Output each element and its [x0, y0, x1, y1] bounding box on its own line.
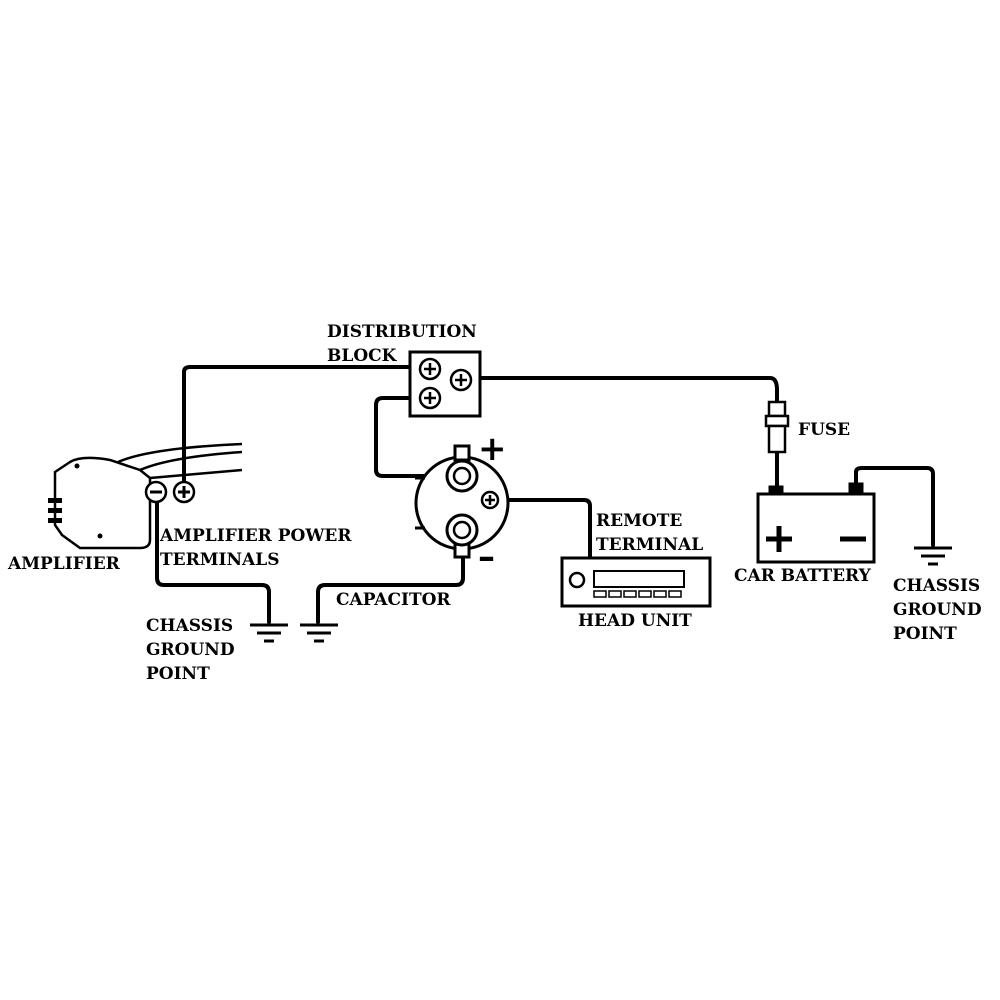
ground-symbol-icon [914, 546, 952, 566]
ground-symbol-icon [250, 623, 288, 643]
wires [155, 365, 935, 624]
distribution-block-icon [408, 350, 482, 418]
wire-remote-terminal [490, 498, 592, 560]
wire-amp-ground [155, 498, 271, 624]
ground-symbol-icon [300, 623, 338, 643]
amplifier-power-terminals-label: AMPLIFIER POWER TERMINALS [160, 526, 352, 570]
wire-capacitor-ground [316, 553, 465, 624]
capacitor-minus-sign: – [478, 537, 495, 577]
distribution-block-label: DISTRIBUTION BLOCK [327, 322, 477, 366]
head-unit-label: HEAD UNIT [578, 611, 692, 631]
fuse-label: FUSE [798, 420, 851, 440]
wire-battery-ground [854, 466, 935, 547]
amplifier-label: AMPLIFIER [8, 554, 120, 574]
capacitor-label: CAPACITOR [336, 590, 451, 610]
fuse-icon [764, 400, 790, 454]
wire-block-to-fuse [460, 376, 779, 404]
head-unit-icon [560, 556, 712, 608]
capacitor-icon [414, 444, 510, 559]
capacitor-plus-sign: + [478, 429, 507, 469]
wire-block-to-capacitor [374, 396, 464, 478]
chassis-ground-right-label: CHASSIS GROUND POINT [893, 576, 982, 644]
remote-terminal-label: REMOTE TERMINAL [596, 511, 704, 555]
car-battery-label: CAR BATTERY [734, 566, 871, 586]
car-battery-icon [756, 482, 876, 564]
amp-negative-terminal-icon [144, 480, 168, 504]
chassis-ground-left-label: CHASSIS GROUND POINT [146, 616, 235, 684]
amp-positive-terminal-icon [172, 480, 196, 504]
amplifier-icon [48, 442, 243, 550]
wire-amp-positive [182, 365, 422, 494]
